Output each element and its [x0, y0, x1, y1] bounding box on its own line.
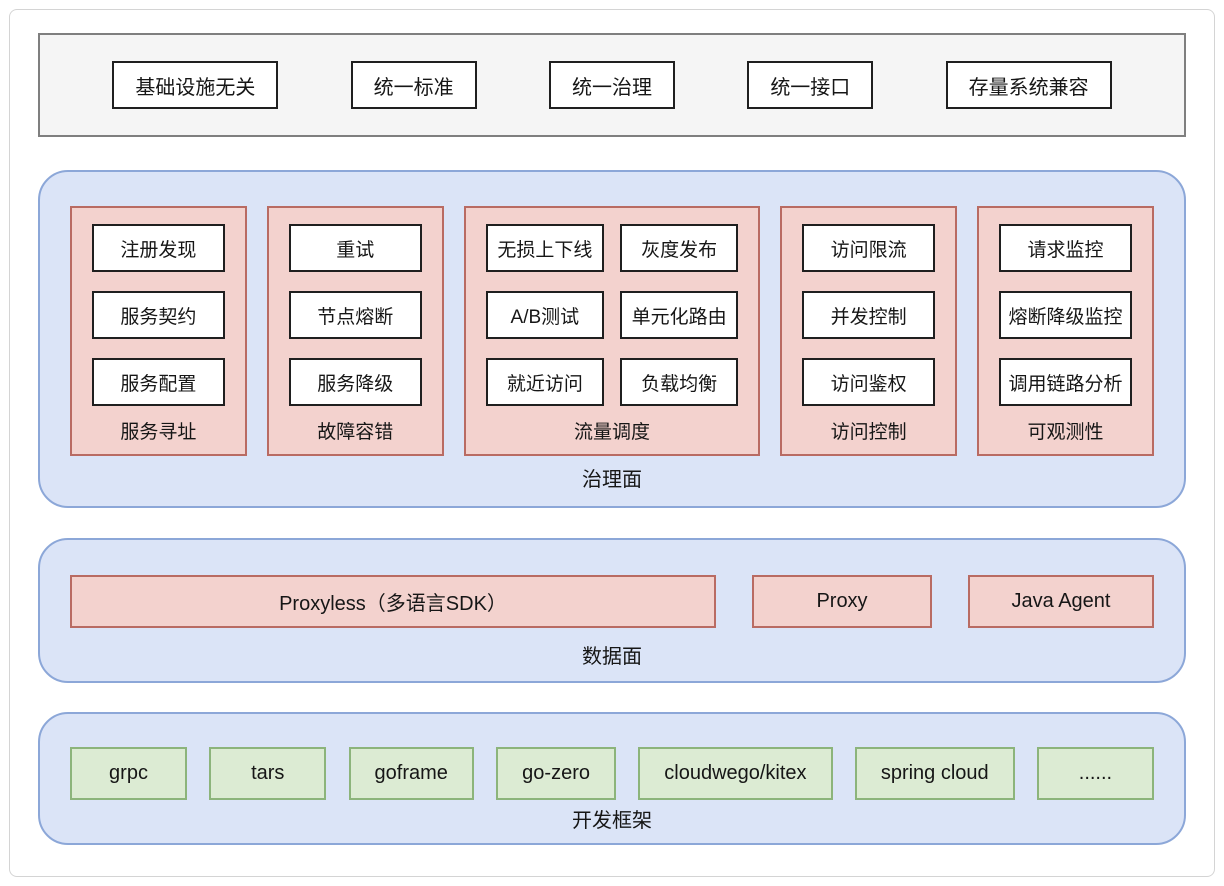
framework-box: tars: [209, 747, 327, 800]
group-items: 访问限流并发控制访问鉴权: [802, 224, 936, 406]
feature-box: 单元化路由: [619, 291, 739, 339]
feature-box: 访问鉴权: [802, 358, 936, 406]
data-plane-box-java-agent: Java Agent: [968, 575, 1154, 628]
feature-box: 调用链路分析: [999, 358, 1132, 406]
data-plane-label: 数据面: [582, 646, 642, 668]
data-plane: Proxyless（多语言SDK） Proxy Java Agent 数据面: [38, 538, 1186, 683]
group-label-service-addressing: 服务寻址: [120, 421, 197, 443]
feature-box: A/B测试: [485, 291, 604, 339]
feature-box: 访问限流: [802, 224, 936, 272]
framework-box: grpc: [70, 747, 187, 800]
group-service-addressing: 注册发现服务契约服务配置服务寻址: [70, 206, 247, 456]
frameworks-plane-label: 开发框架: [572, 810, 652, 832]
framework-box: cloudwego/kitex: [638, 747, 833, 800]
framework-box: goframe: [348, 747, 474, 800]
feature-box: 注册发现: [92, 224, 225, 272]
group-fault-tolerance: 重试节点熔断服务降级故障容错: [266, 206, 444, 456]
group-items: 请求监控熔断降级监控调用链路分析: [999, 224, 1132, 406]
group-observability: 请求监控熔断降级监控调用链路分析可观测性: [977, 206, 1154, 456]
feature-box: 无损上下线: [485, 224, 604, 272]
feature-box: 并发控制: [802, 291, 936, 339]
group-label-access-control: 访问控制: [830, 421, 907, 443]
feature-box: 负载均衡: [619, 358, 739, 406]
governance-plane-label: 治理面: [582, 469, 642, 491]
feature-box: 重试: [288, 224, 422, 272]
framework-box: ......: [1036, 747, 1154, 800]
data-plane-row: Proxyless（多语言SDK） Proxy Java Agent: [70, 575, 1154, 628]
frameworks-plane: grpc tars goframe go-zero cloudwego/kitex spr…: [38, 712, 1186, 845]
frameworks-row: grpc tars goframe go-zero cloudwego/kitex spr…: [70, 747, 1154, 800]
feature-box: 熔断降级监控: [999, 291, 1132, 339]
group-label-observability: 可观测性: [1027, 421, 1104, 443]
principle-box: 统一治理: [548, 61, 675, 109]
feature-box: 服务降级: [288, 358, 422, 406]
group-traffic-scheduling: 无损上下线灰度发布 A/B测试单元化路由就近访问负载均衡流量调度: [463, 206, 761, 456]
group-items: 重试节点熔断服务降级: [288, 224, 422, 406]
group-access-control: 访问限流并发控制访问鉴权访问控制: [780, 206, 958, 456]
feature-box: 请求监控: [999, 224, 1132, 272]
principles-bar: 基础设施无关 统一标准 统一治理 统一接口 存量系统兼容: [38, 33, 1186, 137]
feature-box: 节点熔断: [288, 291, 422, 339]
group-label-traffic-scheduling: 流量调度: [573, 421, 650, 443]
data-plane-box-proxyless: Proxyless（多语言SDK）: [70, 575, 716, 628]
group-items: 无损上下线灰度发布 A/B测试单元化路由就近访问负载均衡: [485, 224, 739, 406]
feature-box: 服务契约: [92, 291, 225, 339]
feature-box: 灰度发布: [619, 224, 739, 272]
principle-box: 统一接口: [747, 61, 874, 109]
feature-box: 就近访问: [485, 358, 604, 406]
framework-box: spring cloud: [854, 747, 1015, 800]
framework-box: go-zero: [496, 747, 616, 800]
principle-box: 统一标准: [350, 61, 477, 109]
group-label-fault-tolerance: 故障容错: [317, 421, 394, 443]
principle-box: 基础设施无关: [112, 61, 279, 109]
group-items: 注册发现服务契约服务配置: [92, 224, 225, 406]
principle-box: 存量系统兼容: [945, 61, 1112, 109]
feature-box: 服务配置: [92, 358, 225, 406]
data-plane-box-proxy: Proxy: [752, 575, 932, 628]
